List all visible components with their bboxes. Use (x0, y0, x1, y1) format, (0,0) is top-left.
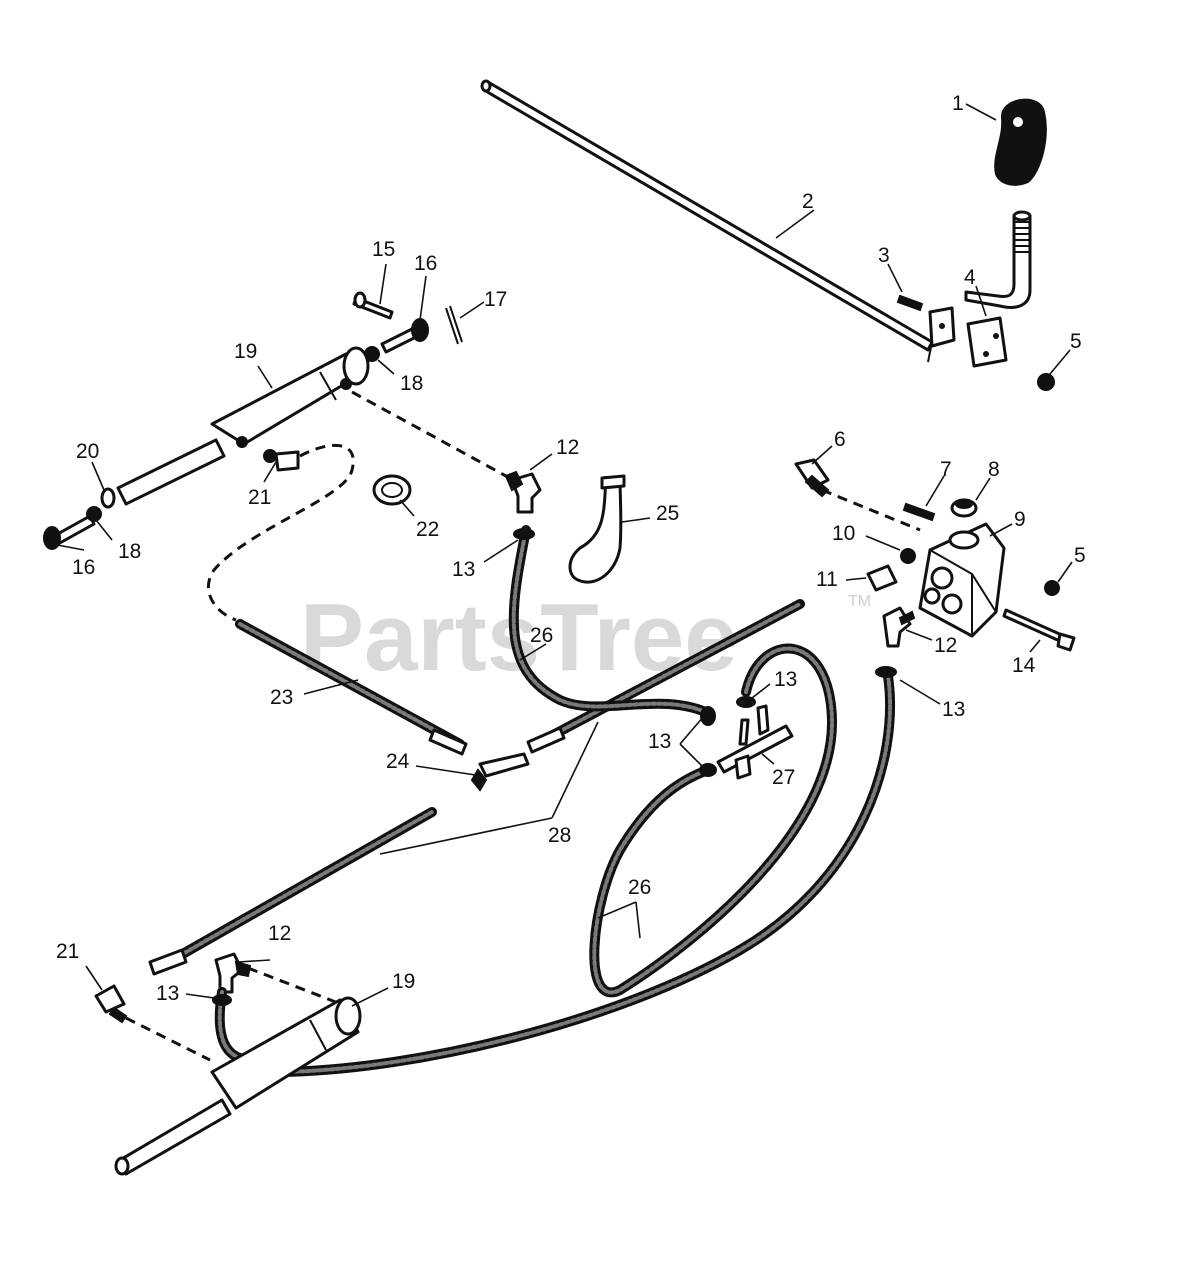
part-27-tee[interactable] (716, 704, 794, 780)
callout-19-lower: 19 (392, 970, 415, 993)
part-5-nut-upper[interactable] (1037, 373, 1055, 391)
callout-21-lower: 21 (56, 940, 79, 963)
callout-16-upper: 16 (414, 252, 437, 275)
part-24-tee-fitting[interactable] (470, 752, 530, 792)
part-28-hose-upper[interactable] (526, 599, 805, 754)
callout-2: 2 (802, 190, 814, 213)
part-17-cotter-pin[interactable] (445, 305, 463, 345)
part-13-clamp-e[interactable] (212, 994, 232, 1006)
callout-14: 14 (1012, 654, 1036, 677)
part-16-rod-end-lower[interactable] (43, 514, 96, 550)
callout-20: 20 (76, 440, 99, 463)
callout-7: 7 (940, 458, 952, 481)
callout-12-upper: 12 (556, 436, 579, 459)
part-2-lift-rod[interactable] (480, 79, 934, 363)
part-16-rod-end-upper[interactable] (380, 318, 429, 354)
part-23-hose[interactable] (235, 619, 468, 756)
part-21-fitting-upper[interactable] (263, 449, 300, 472)
part-18-nut-lower[interactable] (86, 506, 102, 522)
callout-26-upper: 26 (530, 624, 553, 647)
callout-25: 25 (656, 502, 679, 525)
callout-27: 27 (772, 766, 795, 789)
part-5-nut-lower[interactable] (1044, 580, 1060, 596)
callout-labels: 1 2 3 4 5 5 6 7 8 9 10 11 12 12 12 13 13… (56, 92, 1086, 1005)
part-12-elbow-upper[interactable] (504, 470, 542, 514)
part-3-bolt[interactable] (896, 294, 924, 312)
part-26-hose-long[interactable] (275, 671, 896, 1077)
part-7-screw[interactable] (902, 502, 936, 522)
callout-21-upper: 21 (248, 486, 271, 509)
callout-13-tee-pair: 13 (648, 730, 671, 753)
callout-13-lower: 13 (156, 982, 179, 1005)
part-12-elbow-valve[interactable] (882, 606, 916, 648)
callout-6: 6 (834, 428, 846, 451)
callout-19-upper: 19 (234, 340, 257, 363)
part-15-pin[interactable] (352, 291, 394, 320)
callout-4: 4 (964, 266, 976, 289)
callout-15: 15 (372, 238, 395, 261)
leader-lines (51, 103, 1073, 1007)
callout-24: 24 (386, 750, 410, 773)
part-20-washer[interactable] (100, 487, 116, 509)
part-19-cylinder-upper[interactable] (116, 346, 370, 506)
callout-8: 8 (988, 458, 1000, 481)
callout-9: 9 (1014, 508, 1026, 531)
callout-22: 22 (416, 518, 439, 541)
callout-26-lower: 26 (628, 876, 651, 899)
part-12-elbow-lower[interactable] (214, 952, 252, 994)
callout-13-valve: 13 (942, 698, 965, 721)
callout-13-tee-upper: 13 (774, 668, 797, 691)
part-1-knob[interactable] (994, 98, 1047, 186)
part-8-cap[interactable] (950, 498, 978, 518)
part-10-plug[interactable] (900, 548, 916, 564)
callout-18-upper: 18 (400, 372, 423, 395)
watermark-trademark: TM (848, 593, 871, 610)
part-19-cylinder-lower[interactable] (114, 996, 362, 1176)
part-28-hose-lower[interactable] (148, 807, 437, 976)
part-13-clamp-a[interactable] (513, 528, 535, 540)
part-9-control-valve[interactable] (918, 522, 1006, 638)
callout-12-lower: 12 (268, 922, 291, 945)
callout-12-valve: 12 (934, 634, 957, 657)
callout-5-upper: 5 (1070, 330, 1082, 353)
part-13-clamp-b[interactable] (875, 666, 897, 678)
part-21-fitting-lower[interactable] (94, 984, 128, 1024)
part-22-grommet[interactable] (372, 474, 412, 506)
callout-13-upper: 13 (452, 558, 475, 581)
callout-23: 23 (270, 686, 293, 709)
callout-18-lower: 18 (118, 540, 141, 563)
part-4-lever[interactable] (928, 210, 1032, 368)
callout-16-lower: 16 (72, 556, 95, 579)
part-11-adapter[interactable] (866, 564, 898, 592)
part-26-hose-loop[interactable] (589, 643, 838, 998)
callout-28: 28 (548, 824, 571, 847)
callout-1: 1 (952, 92, 964, 115)
callout-11: 11 (816, 568, 838, 591)
part-25-strap[interactable] (568, 474, 626, 584)
callout-17: 17 (484, 288, 507, 311)
callout-10: 10 (832, 522, 855, 545)
part-26-hose-upper[interactable] (508, 525, 715, 719)
callout-5-lower: 5 (1074, 544, 1086, 567)
part-14-bolt[interactable] (1002, 608, 1076, 652)
callout-3: 3 (878, 244, 890, 267)
part-13-clamp-c[interactable] (736, 696, 756, 708)
